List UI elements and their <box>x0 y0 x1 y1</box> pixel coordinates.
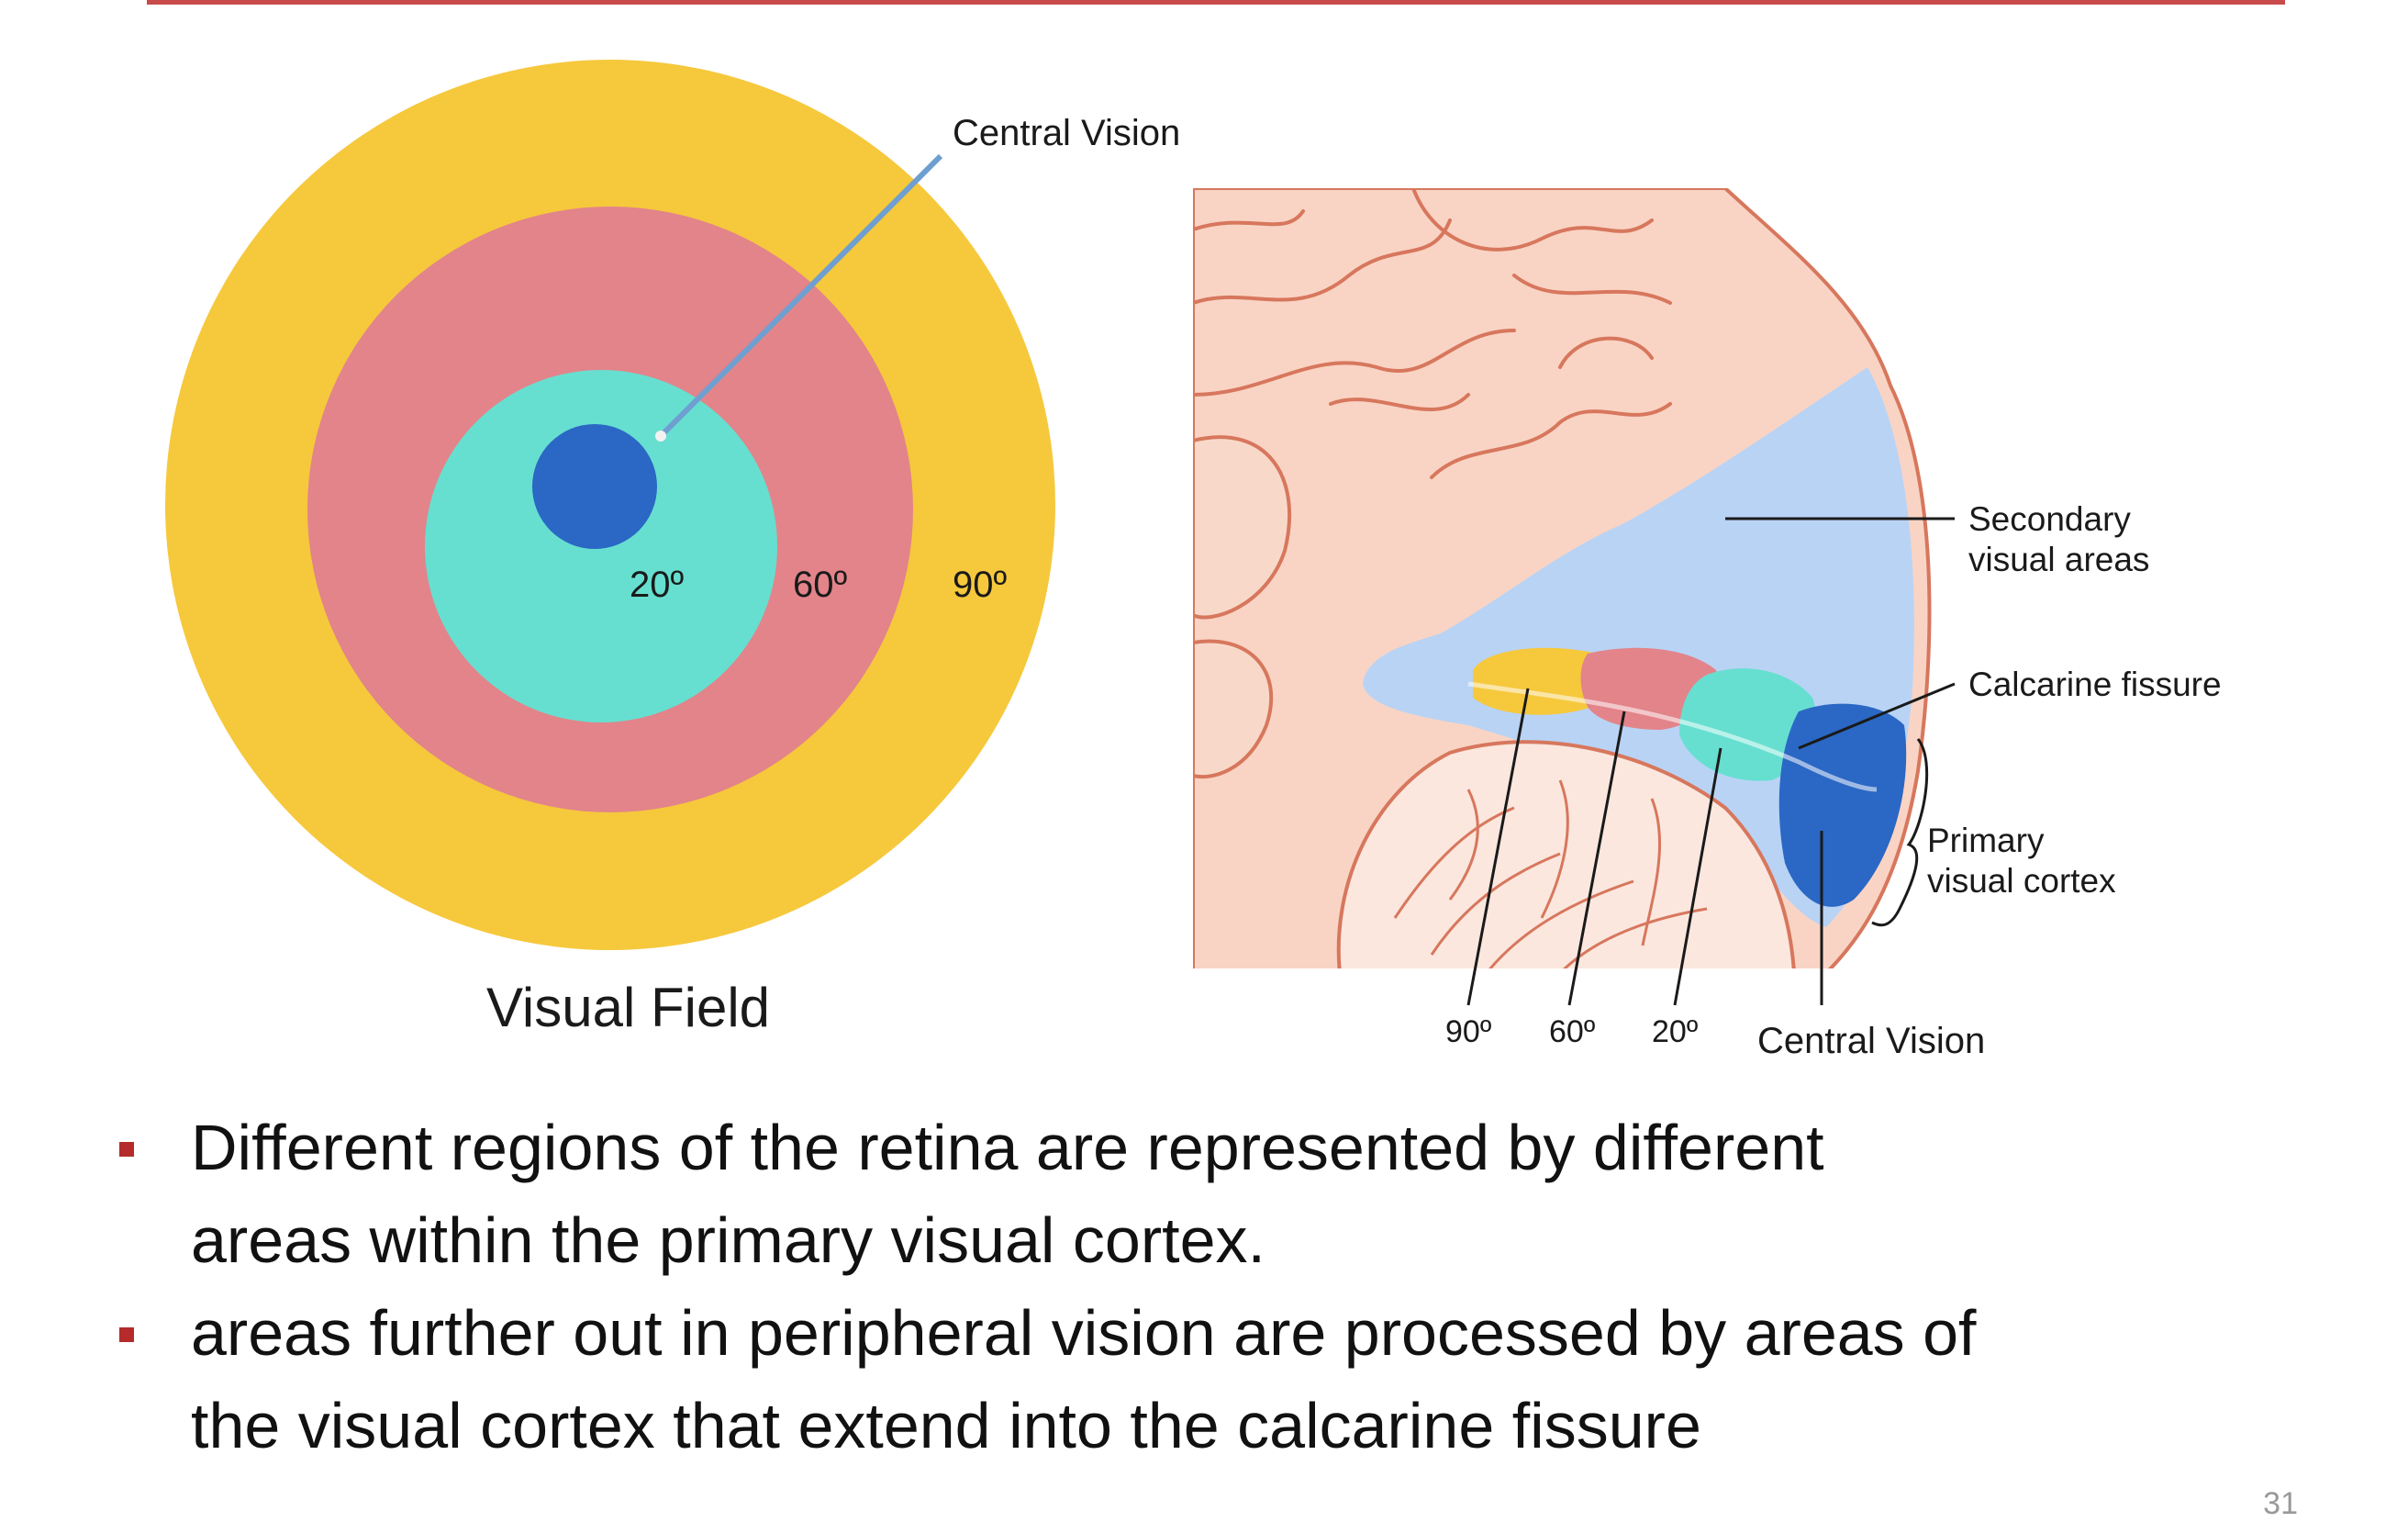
central-disk <box>532 424 657 549</box>
bullet-marker <box>119 1327 134 1342</box>
bullet-item: Different regions of the retina are repr… <box>119 1102 2386 1287</box>
ring-label-60: 60º <box>793 565 847 605</box>
brain-diagram: Secondary visual areas Calcarine fissure… <box>1193 188 2222 1061</box>
secondary-label-line2: visual areas <box>1968 541 2149 578</box>
midbrain <box>1193 639 1274 779</box>
ring-label-20: 20º <box>630 565 684 605</box>
primary-label-line1: Primary <box>1927 822 2045 859</box>
central-vision-callout: Central Vision <box>953 113 1180 153</box>
leader-lines <box>1466 517 1956 1006</box>
top-rule <box>147 0 2285 5</box>
cerebellum <box>1336 740 1796 968</box>
callout-pointer <box>658 153 943 439</box>
gyri-lines <box>1193 188 1672 479</box>
cerebellum-folia <box>1393 779 1708 968</box>
bottom-label-20: 20º <box>1652 1014 1698 1049</box>
ring-label-90: 90º <box>953 565 1007 605</box>
bullet-1-line2: areas within the primary visual cortex. <box>191 1204 1265 1276</box>
bottom-label-90: 90º <box>1445 1014 1491 1049</box>
bullet-1-line1: Different regions of the retina are repr… <box>191 1112 1824 1183</box>
bottom-label-60: 60º <box>1549 1014 1595 1049</box>
calcarine-fissure-line <box>1467 681 1878 792</box>
visual-field-diagram: Central Vision 20º 60º 90º Visual Field <box>165 60 1180 1038</box>
primary-label-line2: visual cortex <box>1927 862 2116 900</box>
callout-dot <box>655 431 666 442</box>
thalamus <box>1193 435 1292 620</box>
bullet-2-line2: the visual cortex that extend into the c… <box>191 1390 1701 1461</box>
bullet-marker <box>119 1142 134 1157</box>
visual-field-title: Visual Field <box>486 977 770 1038</box>
secondary-visual-areas <box>1363 367 1914 927</box>
secondary-label-line1: Secondary <box>1968 500 2131 538</box>
bullet-item: areas further out in peripheral vision a… <box>119 1287 2386 1472</box>
calcarine-label: Calcarine fissure <box>1968 666 2222 703</box>
bottom-central-vision-label: Central Vision <box>1757 1021 1985 1061</box>
page-number: 31 <box>2263 1486 2298 1521</box>
bullet-list: Different regions of the retina are repr… <box>119 1102 2386 1472</box>
bullet-2-line1: areas further out in peripheral vision a… <box>191 1297 1977 1369</box>
cortex-central <box>1778 703 1907 907</box>
